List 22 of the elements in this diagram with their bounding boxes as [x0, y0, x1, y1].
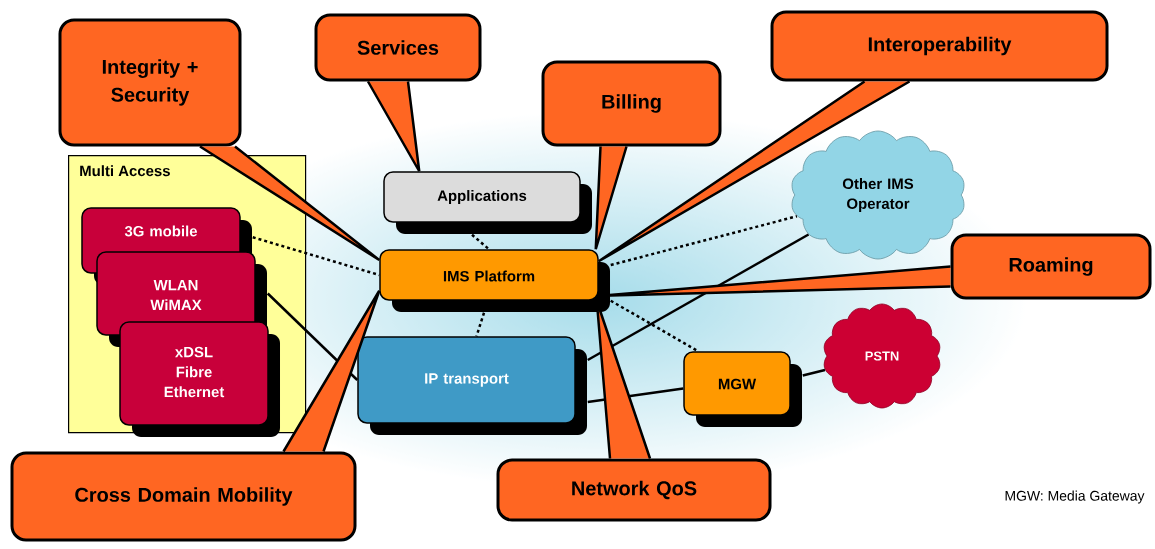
callout-bubble: Integrity + Security [58, 18, 242, 147]
dotted-link-line [610, 299, 699, 353]
network-cloud: PSTN [823, 303, 941, 409]
callout-bubble: Billing [541, 60, 722, 147]
network-box: IMS Platform [379, 249, 610, 312]
callout-pointer [594, 145, 628, 251]
dotted-link-line [610, 215, 798, 267]
callout-pointer [599, 265, 952, 297]
link-line [266, 292, 359, 381]
callout-pointer [595, 299, 652, 460]
dotted-link-line [471, 233, 490, 251]
network-box: Applications [383, 171, 592, 234]
link-line [802, 368, 826, 377]
network-box: IP transport [357, 336, 587, 435]
callout-bubble: Roaming [950, 233, 1152, 300]
dotted-link-line [475, 312, 486, 337]
callout-bubble: Interoperability [770, 10, 1109, 82]
footnote-text: MGW: Media Gateway [1005, 490, 1145, 504]
network-box: xDSL Fibre Ethernet [119, 321, 280, 437]
link-line [587, 233, 810, 362]
network-box: MGW [683, 351, 802, 427]
network-cloud: Other IMS Operator [791, 130, 965, 260]
